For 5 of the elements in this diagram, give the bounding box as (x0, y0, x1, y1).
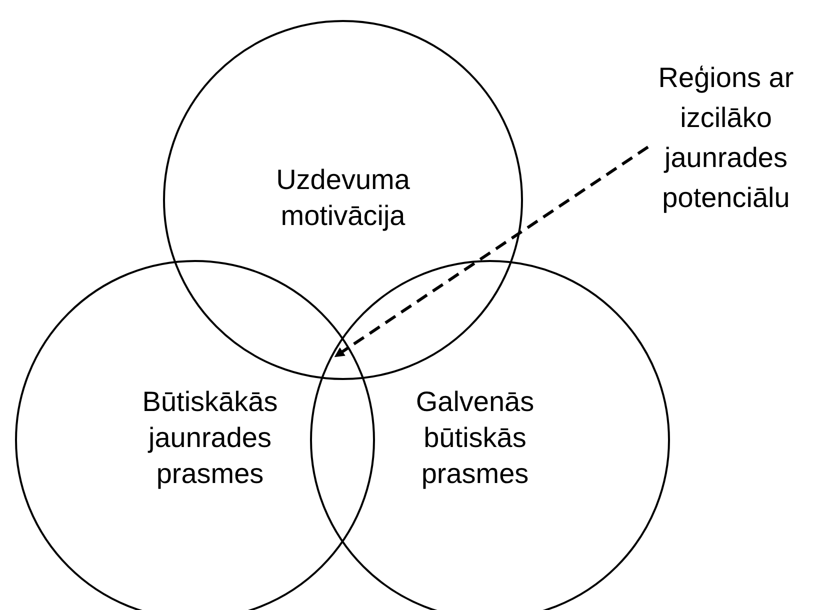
callout-text: Reģions ar izcilāko jaunrades potenciālu (648, 58, 804, 218)
leader-arrow (334, 146, 649, 358)
circle-label: Būtiskākās jaunrades prasmes (141, 385, 279, 491)
circle-label: Galvenās būtiskās prasmes (414, 385, 536, 491)
circle-label: Uzdevuma motivācija (275, 163, 411, 233)
